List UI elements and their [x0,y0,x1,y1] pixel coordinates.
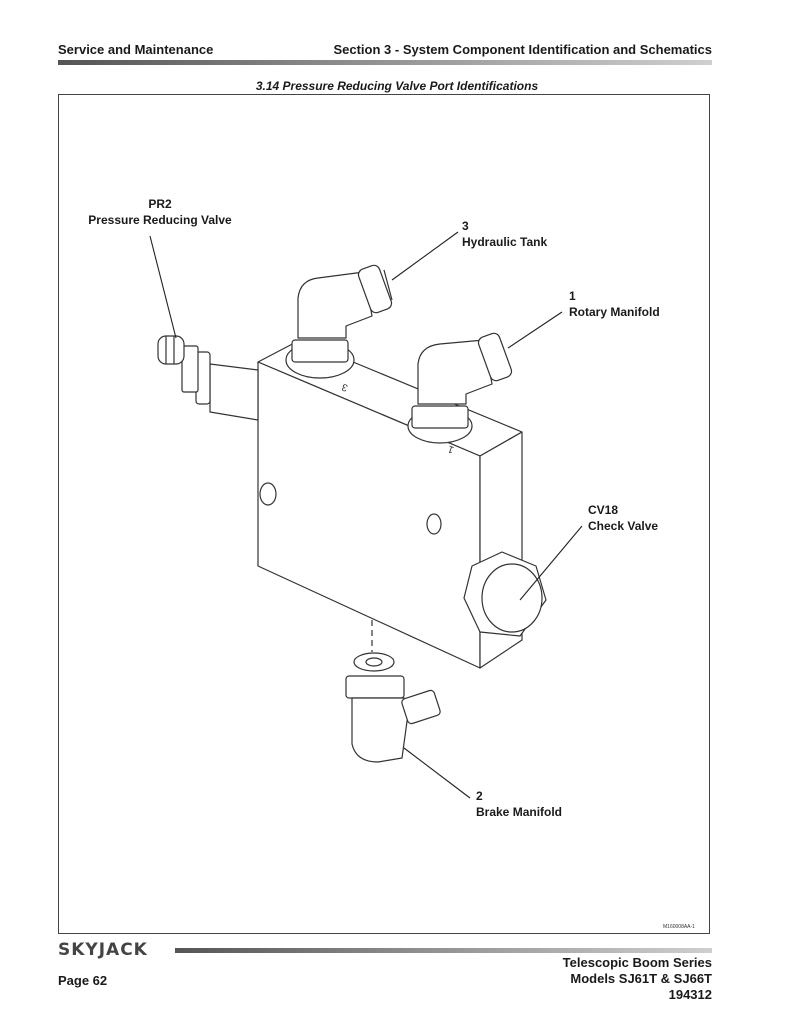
block-hole-right [426,513,442,535]
footer-rule [175,948,712,953]
callout-pr2-label: Pressure Reducing Valve [88,213,232,227]
callout-port3-id: 3 [462,219,469,233]
leader-port1 [507,311,563,349]
leader-cv18 [519,525,583,601]
callout-port2-id: 2 [476,789,483,803]
callout-port2: 2 Brake Manifold [476,788,562,820]
callout-cv18-id: CV18 [588,503,619,517]
port1-mark: 1 [446,443,455,455]
leader-port3 [391,231,459,281]
leader-port2 [403,747,471,799]
figure-title: 3.14 Pressure Reducing Valve Port Identi… [255,79,539,93]
leader-pr2 [149,235,177,339]
footer-models: Models SJ61T & SJ66T [570,971,712,986]
footer-series: Telescopic Boom Series [562,955,712,970]
figure-part-number: M160008AA-1 [663,924,695,930]
callout-cv18: CV18 Check Valve [588,502,658,534]
footer-doc-number: 194312 [668,987,712,1002]
port1-fitting [477,332,513,382]
port2-nut [345,675,405,699]
footer-right: Telescopic Boom Series Models SJ61T & SJ… [563,955,712,1003]
callout-cv18-label: Check Valve [588,519,659,533]
port3-elbow [297,271,373,339]
port2-elbow [351,697,409,763]
header-left: Service and Maintenance [58,42,214,57]
port1-nut [411,405,469,429]
pr2-nut [181,345,199,393]
callout-port3: 3 Hydraulic Tank [462,218,547,250]
callout-port3-label: Hydraulic Tank [462,235,548,249]
header-rule [58,60,712,65]
port2-outlet [401,689,441,725]
pr2-tip [157,335,185,365]
callout-port1: 1 Rotary Manifold [569,288,660,320]
port3-fitting [357,264,393,314]
callout-pr2-id: PR2 [148,197,172,211]
header-right: Section 3 - System Component Identificat… [333,42,712,57]
callout-port1-id: 1 [569,289,576,303]
port1-elbow [417,339,493,405]
port3-nut [291,339,349,363]
cv18-cap [481,563,543,633]
callout-pr2: PR2 Pressure Reducing Valve [80,196,240,228]
page-number: Page 62 [58,973,108,988]
callout-port2-label: Brake Manifold [476,805,563,819]
figure-frame [58,94,710,934]
callout-port1-label: Rotary Manifold [569,305,660,319]
skyjack-logo: SKYJACK [58,940,148,960]
pr2-body [209,363,259,421]
port3-mark: 3 [340,381,349,393]
block-hole-left [259,482,277,506]
